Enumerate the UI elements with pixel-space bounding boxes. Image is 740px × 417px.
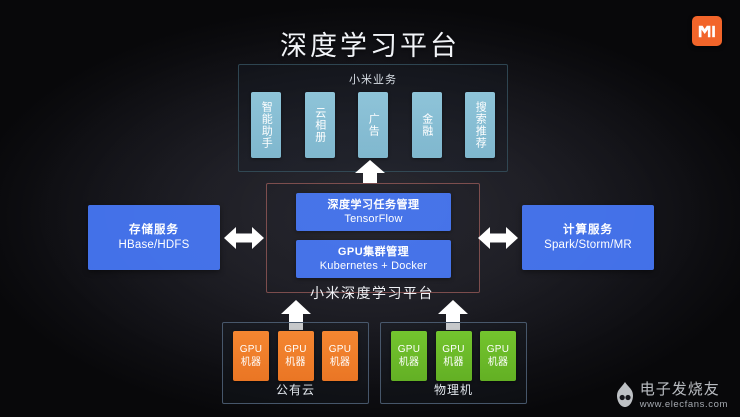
up-arrow-icon-business — [355, 160, 385, 184]
watermark-name: 电子发烧友 — [639, 379, 720, 398]
storage-service-title: 存储服务 — [129, 223, 179, 236]
gpu-node-cloud-3[interactable]: GPU 机器 — [322, 331, 358, 381]
compute-service-box[interactable]: 计算服务 Spark/Storm/MR — [522, 205, 654, 270]
gpu-node-cloud-1[interactable]: GPU 机器 — [233, 331, 269, 381]
gpu-node-cloud-2-line2: 机器 — [285, 357, 306, 368]
platform-box-gpu-cluster-title: GPU集群管理 — [337, 246, 410, 258]
business-card-smart-assistant[interactable]: 智能助手 — [251, 92, 281, 158]
infra-group-public-cloud: GPU 机器 GPU 机器 GPU 机器 公有云 — [222, 322, 369, 404]
infra-group-physical-machine: GPU 机器 GPU 机器 GPU 机器 物理机 — [380, 322, 527, 404]
business-card-cloud-album[interactable]: 云相册 — [304, 92, 335, 158]
watermark-url: www.elecfans.com — [639, 398, 728, 410]
infra-group-public-cloud-label: 公有云 — [275, 383, 315, 397]
business-panel: 小米业务 智能助手 云相册 广告 金融 搜索推荐 — [238, 64, 508, 172]
page-title: 深度学习平台 — [280, 31, 460, 61]
business-card-list: 智能助手 云相册 广告 金融 搜索推荐 — [251, 92, 495, 158]
gpu-node-physical-2[interactable]: GPU 机器 — [435, 331, 472, 381]
gpu-node-cloud-1-line1: GPU — [239, 344, 263, 355]
infra-node-list-physical: GPU 机器 GPU 机器 GPU 机器 — [391, 331, 516, 381]
compute-service-subtitle: Spark/Storm/MR — [544, 238, 632, 251]
mi-logo — [692, 16, 722, 46]
left-right-arrow-icon-storage — [224, 226, 264, 250]
gpu-node-cloud-3-line1: GPU — [328, 344, 352, 355]
storage-service-box[interactable]: 存储服务 HBase/HDFS — [88, 205, 220, 270]
platform-box-task-management-title: 深度学习任务管理 — [327, 199, 420, 211]
left-right-arrow-icon-compute — [478, 226, 518, 250]
platform-box-task-management[interactable]: 深度学习任务管理 TensorFlow — [296, 193, 451, 231]
gpu-node-cloud-2[interactable]: GPU 机器 — [277, 331, 314, 381]
up-arrow-icon-physical — [438, 300, 468, 330]
platform-box-gpu-cluster[interactable]: GPU集群管理 Kubernetes + Docker — [296, 240, 451, 278]
platform-box-task-management-subtitle: TensorFlow — [344, 213, 403, 225]
gpu-node-physical-2-line1: GPU — [442, 344, 465, 355]
watermark: 电子发烧友 www.elecfans.com — [615, 379, 728, 410]
gpu-node-cloud-3-line2: 机器 — [329, 357, 351, 368]
gpu-node-physical-1-line2: 机器 — [398, 357, 420, 368]
infra-node-list-public-cloud: GPU 机器 GPU 机器 GPU 机器 — [233, 331, 358, 381]
gpu-node-cloud-1-line2: 机器 — [240, 357, 262, 368]
flame-icon — [616, 382, 633, 408]
platform-container: 深度学习任务管理 TensorFlow GPU集群管理 Kubernetes +… — [266, 183, 480, 293]
gpu-node-physical-3-line1: GPU — [486, 344, 510, 355]
platform-label: 小米深度学习平台 — [310, 285, 434, 301]
gpu-node-physical-3[interactable]: GPU 机器 — [480, 331, 516, 381]
business-card-finance[interactable]: 金融 — [411, 92, 442, 158]
compute-service-title: 计算服务 — [563, 223, 613, 236]
business-card-search-recommend[interactable]: 搜索推荐 — [465, 92, 495, 158]
business-panel-title: 小米业务 — [349, 74, 397, 86]
storage-service-subtitle: HBase/HDFS — [118, 238, 190, 251]
gpu-node-physical-2-line2: 机器 — [443, 357, 464, 368]
up-arrow-icon-cloud — [281, 300, 311, 330]
gpu-node-physical-1-line1: GPU — [397, 344, 421, 355]
gpu-node-physical-1[interactable]: GPU 机器 — [391, 331, 427, 381]
gpu-node-physical-3-line2: 机器 — [487, 357, 509, 368]
infra-group-physical-machine-label: 物理机 — [433, 383, 473, 397]
platform-box-gpu-cluster-subtitle: Kubernetes + Docker — [319, 260, 428, 272]
business-card-advertising[interactable]: 广告 — [358, 92, 388, 158]
gpu-node-cloud-2-line1: GPU — [284, 344, 307, 355]
